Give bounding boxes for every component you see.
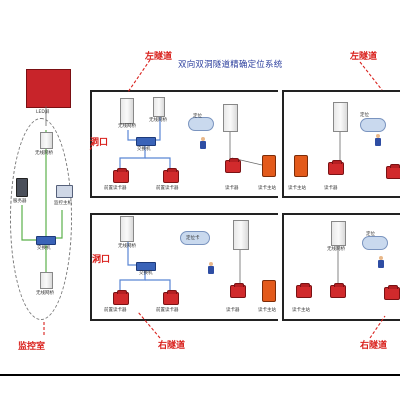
wireless-bridge-icon	[120, 98, 134, 124]
reader-link	[145, 157, 171, 170]
led-screen	[26, 69, 71, 108]
card-reader-icon	[328, 160, 344, 175]
led-screen-label: LED屏	[36, 110, 50, 115]
bridge-label: 无线网桥	[327, 247, 345, 252]
server-link	[21, 205, 40, 241]
tag-label: 定位	[193, 114, 202, 119]
location-tag-cloud-icon	[362, 236, 388, 250]
card-reader-icon	[384, 285, 400, 300]
card-reader-icon	[225, 158, 241, 173]
switch-icon	[36, 236, 56, 245]
bottom-divider	[0, 374, 400, 376]
leader-line	[369, 315, 386, 339]
reader-label: 前置读卡器	[156, 308, 179, 313]
switch-label: 交换机	[37, 246, 51, 251]
leader-line	[127, 59, 151, 93]
control-room-boundary	[10, 118, 72, 320]
wireless-bridge-icon	[153, 97, 165, 117]
right-tunnel-label-2: 右隧道	[360, 341, 388, 351]
portal-label-lower: 洞口	[92, 255, 111, 265]
antenna-panel-icon	[333, 102, 348, 132]
reader-label: 前置读卡器	[104, 308, 127, 313]
worker-icon	[378, 256, 384, 268]
master-station-label: 读卡主站	[258, 308, 276, 313]
card-reader-icon	[330, 283, 346, 298]
front-card-reader-icon	[163, 168, 179, 183]
card-reader-icon	[230, 283, 246, 298]
bridge-label: 无线网桥	[118, 244, 136, 249]
right-tunnel-label-1: 右隧道	[158, 341, 186, 351]
tag-label: 定位	[366, 232, 375, 237]
front-card-reader-icon	[113, 168, 129, 183]
worker-icon	[375, 134, 381, 146]
location-tag-cloud-icon	[188, 117, 214, 131]
reader-label: 读卡器	[226, 308, 240, 313]
bridge-label: 无线网桥	[36, 291, 54, 296]
server-label: 服务器	[13, 199, 27, 204]
leader-line	[91, 255, 101, 263]
switch-icon	[136, 262, 156, 271]
reader-link	[119, 146, 146, 170]
reader-label: 前置读卡器	[104, 186, 127, 191]
tag-label: 定位卡	[186, 236, 200, 241]
server-icon	[16, 178, 28, 197]
leader-line	[89, 137, 97, 151]
wireless-bridge-icon	[40, 132, 53, 149]
antenna-panel-icon	[331, 221, 346, 246]
left-tunnel-label-2: 左隧道	[350, 52, 378, 62]
leader-line	[137, 311, 161, 339]
reader-link	[119, 270, 146, 292]
bridge-label: 无线网桥	[35, 151, 53, 156]
bridge-label: 无线网桥	[149, 118, 167, 123]
master-station-label: 读卡主站	[258, 186, 276, 191]
reader-label: 读卡器	[324, 186, 338, 191]
location-tag-cloud-icon	[360, 118, 386, 132]
wireless-bridge-icon	[120, 216, 134, 242]
reader-master-station-icon	[262, 280, 276, 302]
card-reader-icon	[296, 283, 312, 298]
monitor-link	[52, 210, 63, 239]
left-tunnel-label-1: 左隧道	[145, 52, 173, 62]
card-reader-icon	[386, 164, 400, 179]
master-station-label: 读卡主站	[288, 186, 306, 191]
antenna-panel-icon	[233, 220, 249, 250]
switch-label: 交换机	[137, 147, 151, 152]
monitor-host-icon	[56, 185, 73, 198]
switch-icon	[136, 137, 156, 146]
wireless-bridge-icon	[40, 272, 53, 289]
bridge-label: 无线网桥	[118, 124, 136, 129]
location-card-cloud-icon	[180, 231, 210, 245]
reader-master-station-icon	[262, 155, 276, 177]
reader-label: 读卡器	[225, 186, 239, 191]
master-station-label: 读卡主站	[292, 308, 310, 313]
front-card-reader-icon	[163, 290, 179, 305]
portal-label-upper: 洞口	[90, 138, 109, 148]
antenna-panel-icon	[223, 104, 238, 132]
worker-icon	[208, 262, 216, 276]
switch-label: 交换机	[139, 271, 153, 276]
control-room-label: 监控室	[18, 342, 46, 352]
reader-master-station-icon	[294, 155, 308, 177]
tag-label: 定位	[360, 113, 369, 118]
worker-icon	[200, 137, 206, 149]
leader-line	[359, 61, 383, 91]
reader-link	[145, 279, 171, 292]
monitor-host-label: 监控主机	[54, 201, 72, 206]
front-card-reader-icon	[113, 290, 129, 305]
reader-label: 前置读卡器	[156, 186, 179, 191]
diagram-title: 双向双洞隧道精确定位系统	[178, 60, 283, 70]
